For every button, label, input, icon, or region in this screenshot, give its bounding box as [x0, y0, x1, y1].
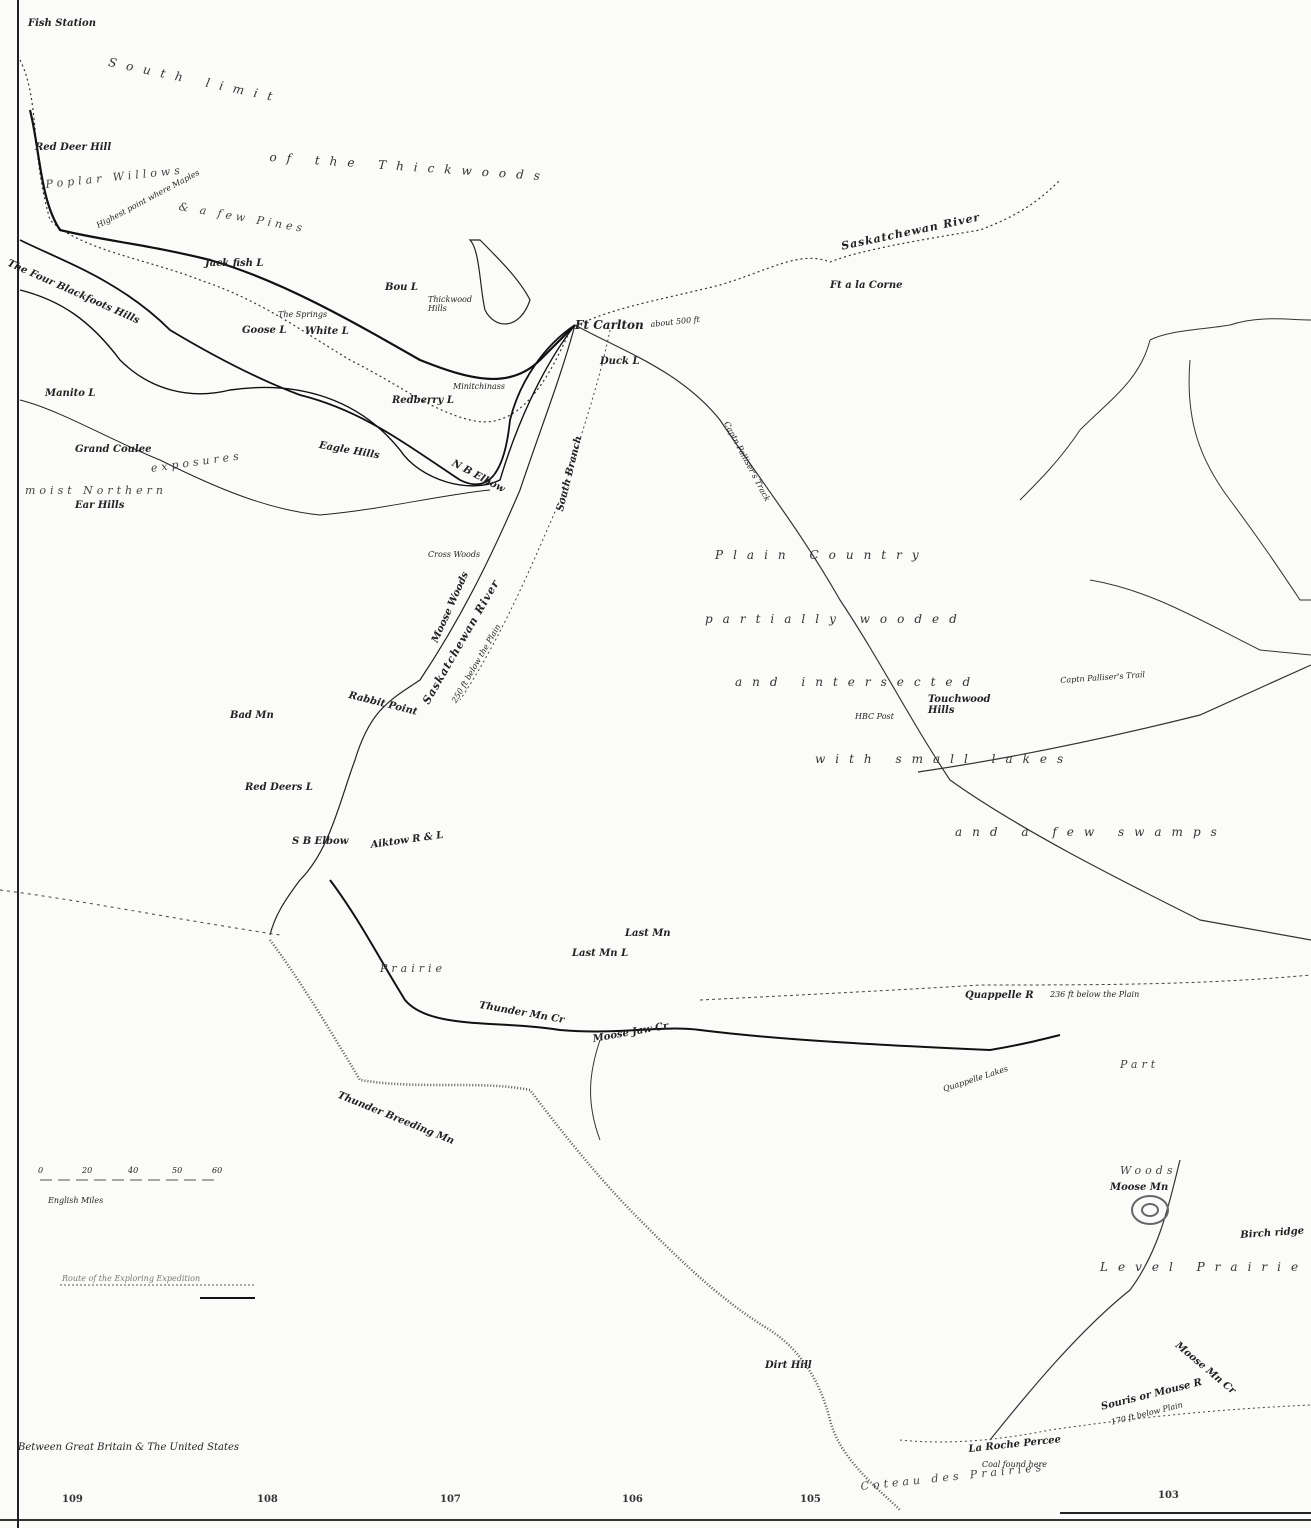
- longitude-103: 103: [1158, 1490, 1179, 1501]
- label-last-mn: Last Mn: [625, 928, 671, 939]
- eastern-river-2: [1188, 359, 1311, 601]
- scale-tick-1: 20: [82, 1166, 93, 1175]
- label-manito-l: Manito L: [45, 388, 96, 399]
- label-ft-carlton: Ft Carlton: [575, 318, 644, 332]
- palliser-track-line: [574, 324, 1311, 941]
- label-redberry-l: Redberry L: [392, 395, 454, 406]
- longitude-108: 108: [257, 1494, 278, 1505]
- eastern-river-3: [1019, 339, 1151, 501]
- longitude-105: 105: [800, 1494, 821, 1505]
- label-prairie: Prairie: [380, 962, 447, 975]
- label-s-b-elbow: S B Elbow: [292, 836, 349, 847]
- label-moose-mn: Moose Mn: [1110, 1182, 1169, 1193]
- longitude-106: 106: [622, 1494, 643, 1505]
- label-ear-hills: Ear Hills: [75, 500, 125, 511]
- moose-mountain-hill: [1131, 1195, 1170, 1225]
- souris-route: [989, 1159, 1181, 1441]
- boundary-dotted-north: [0, 889, 281, 936]
- label-moist-northern: moist Northern: [25, 484, 167, 497]
- label-goose-l: Goose L: [242, 325, 287, 336]
- label-last-mn-l: Last Mn L: [572, 948, 629, 959]
- south-saskatchewan-river: [269, 324, 576, 936]
- longitude-109: 109: [62, 1494, 83, 1505]
- label-small-lakes: with small lakes: [815, 752, 1074, 766]
- route-branch-2: [19, 289, 576, 487]
- thickwood-loop: [468, 239, 531, 325]
- label-intersected: and intersected: [735, 675, 981, 689]
- eastern-river-4: [1089, 579, 1311, 656]
- label-cross-woods: Cross Woods: [428, 550, 481, 559]
- label-hbc-post: HBC Post: [855, 712, 894, 721]
- moose-mountain-hill-inner: [1141, 1203, 1160, 1217]
- label-duck-l: Duck L: [600, 356, 640, 367]
- palliser-trail-east: [917, 664, 1311, 773]
- label-minitchinass: Minitchinass: [453, 382, 505, 391]
- south-branch-dotted: [459, 329, 611, 701]
- label-below-plain-2: 236 ft below the Plain: [1050, 990, 1140, 999]
- label-partially-wooded: partially wooded: [705, 612, 967, 626]
- label-level-prairie: Level Prairie: [1100, 1260, 1309, 1274]
- label-ft-la-corne: Ft a la Corne: [830, 280, 903, 291]
- moose-jaw-creek: [590, 1039, 601, 1141]
- longitude-107: 107: [440, 1494, 461, 1505]
- label-scale: English Miles: [48, 1196, 104, 1205]
- label-fish-station: Fish Station: [28, 18, 96, 29]
- label-coal-found: Coal found here: [982, 1460, 1047, 1469]
- label-dirt-hill: Dirt Hill: [765, 1360, 812, 1371]
- scale-tick-2: 40: [128, 1166, 139, 1175]
- label-bad-mn: Bad Mn: [230, 710, 274, 721]
- southern-route: [329, 879, 1061, 1052]
- label-legend-line: Route of the Exploring Expedition: [62, 1274, 201, 1283]
- route-branch-1: [19, 239, 576, 486]
- label-few-swamps: and a few swamps: [955, 825, 1227, 839]
- label-the-springs: The Springs: [278, 310, 328, 319]
- coteau-escarpment: [268, 939, 901, 1511]
- label-red-deer-hill: Red Deer Hill: [35, 142, 112, 153]
- scale-tick-0: 0: [38, 1166, 44, 1175]
- route-branch-3: [19, 399, 491, 516]
- label-grand-coulee: Grand Coulee: [75, 444, 152, 455]
- label-red-deers-l: Red Deers L: [245, 782, 313, 793]
- label-touchwood-hills: Touchwood Hills: [928, 694, 991, 716]
- scale-tick-3: 50: [172, 1166, 183, 1175]
- label-plain-country: Plain Country: [715, 548, 929, 562]
- label-woods: Woods: [1120, 1164, 1177, 1177]
- label-quappelle-r: Quappelle R: [965, 990, 1034, 1001]
- carlton-trail: [28, 109, 576, 380]
- label-thickwood-hills: Thickwood Hills: [428, 295, 472, 313]
- scale-tick-4: 60: [212, 1166, 223, 1175]
- label-fish-lake: Jack fish L: [205, 258, 264, 269]
- north-saskatchewan-river: [19, 59, 1061, 423]
- label-boundary: Between Great Britain & The United State…: [18, 1442, 240, 1453]
- label-partial: Part: [1120, 1058, 1160, 1071]
- label-bou-l: Bou L: [385, 282, 418, 293]
- label-white-l: White L: [305, 326, 349, 337]
- eastern-river-1: [1149, 318, 1311, 341]
